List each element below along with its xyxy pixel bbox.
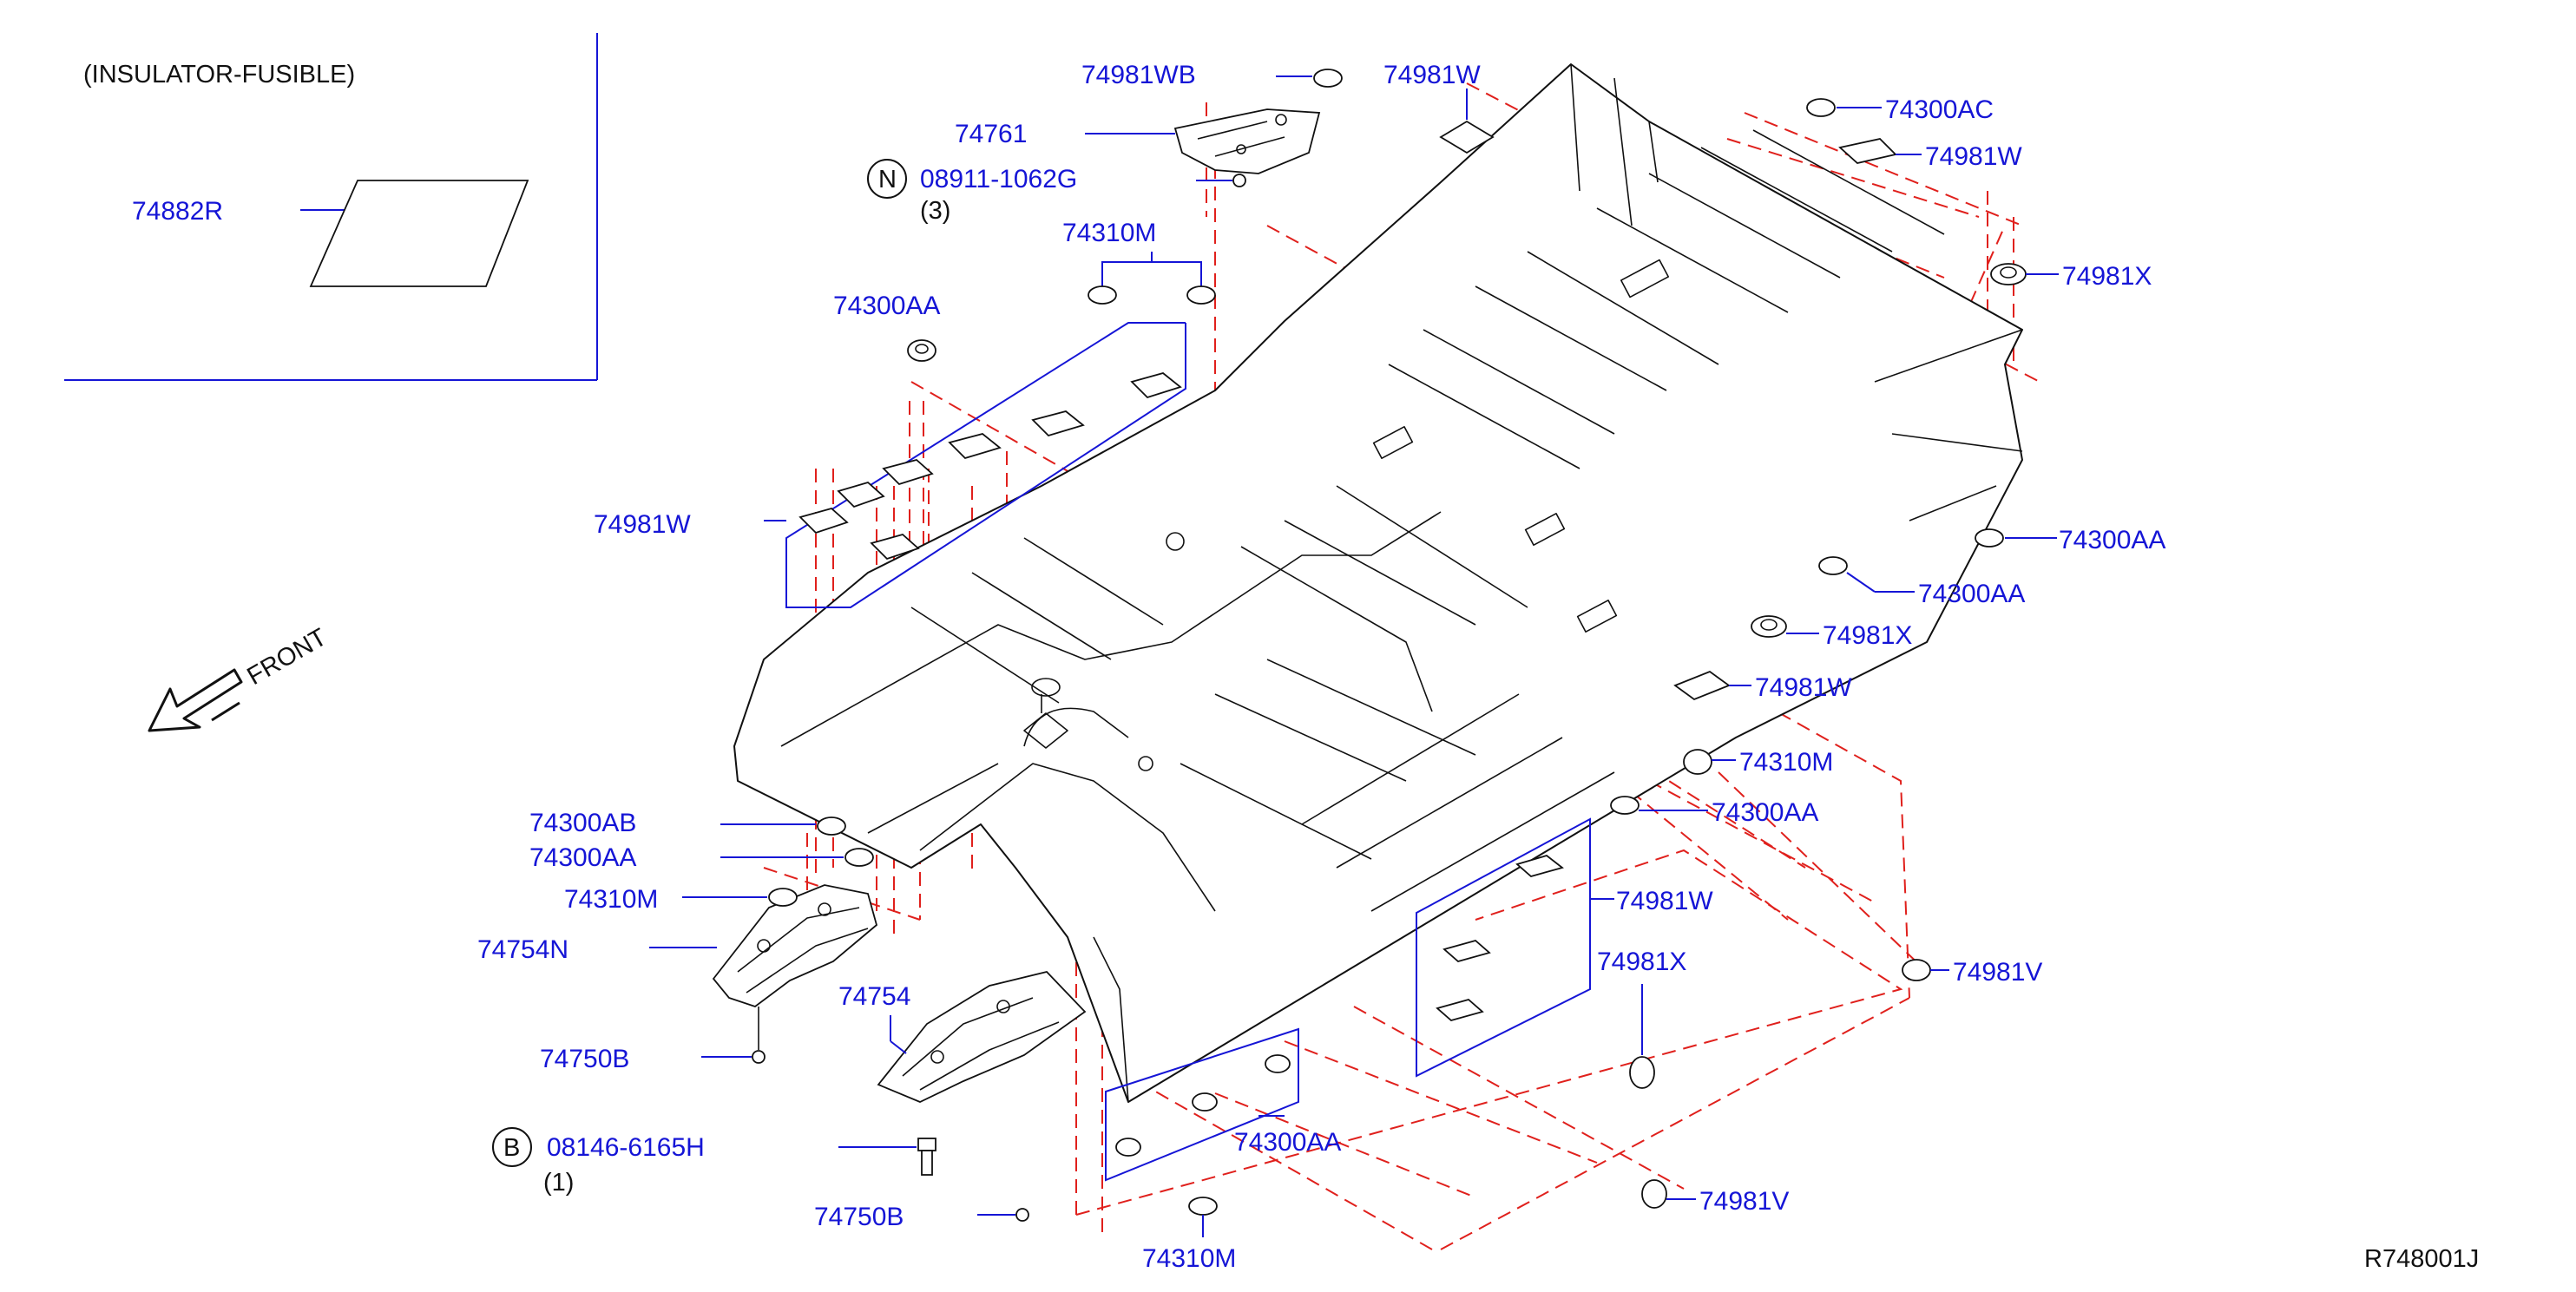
label-08911-1062G: 08911-1062G [920, 165, 1077, 193]
bolt-08146 [838, 1138, 1029, 1222]
label-74981W-right: 74981W [1755, 673, 1852, 702]
heat-shield-74754N [649, 884, 878, 1064]
label-74750B-2: 74750B [814, 1203, 904, 1231]
inset-panel: (INSULATOR-FUSIBLE) 74882R [64, 33, 598, 381]
insulator-sheet [309, 180, 529, 287]
front-label: FRONT [243, 623, 332, 691]
label-74981W-top-right: 74981W [1925, 142, 2022, 171]
heat-shield-74761 [1085, 108, 1321, 187]
n-qty: (3) [920, 197, 950, 225]
individual-parts [682, 69, 2059, 1237]
label-74981V-right: 74981V [1953, 958, 2042, 987]
inset-title: (INSULATOR-FUSIBLE) [83, 61, 355, 89]
label-74310M-left: 74310M [564, 885, 658, 914]
label-74981X-lower: 74981X [1597, 948, 1686, 976]
label-74300AA-right3: 74300AA [1712, 798, 1818, 827]
label-74310M-right: 74310M [1739, 748, 1833, 777]
label-74981W-left-group: 74981W [594, 510, 691, 539]
label-74981X-top-right: 74981X [2062, 262, 2152, 291]
label-74761: 74761 [955, 120, 1027, 148]
left-pad-group [764, 322, 1186, 608]
b-symbol: B [503, 1134, 520, 1162]
label-74310M-top: 74310M [1062, 219, 1156, 247]
label-74981W-top: 74981W [1383, 61, 1481, 89]
label-74300AA-bottom: 74300AA [1234, 1128, 1341, 1157]
label-74754: 74754 [838, 982, 910, 1011]
label-74300AC: 74300AC [1885, 95, 1994, 124]
label-74882R: 74882R [132, 197, 223, 226]
label-74981X-right: 74981X [1823, 621, 1912, 650]
label-74310M-bottom: 74310M [1142, 1244, 1236, 1273]
label-74300AB: 74300AB [529, 809, 636, 837]
diagram-code: R748001J [2364, 1245, 2479, 1273]
n-symbol-circle [867, 159, 907, 199]
heat-shield-74754 [877, 971, 1087, 1103]
label-74300AA-left-top: 74300AA [833, 292, 940, 320]
front-arrow: FRONT [148, 623, 332, 732]
label-74981W-right-group: 74981W [1616, 887, 1713, 915]
label-74300AA-right1: 74300AA [2059, 526, 2165, 554]
floor-panel [733, 63, 2023, 1103]
label-74754N: 74754N [477, 935, 568, 964]
top-clip-pair [1088, 252, 1216, 305]
label-74981WB: 74981WB [1081, 61, 1196, 89]
label-08146-6165H: 08146-6165H [547, 1133, 705, 1162]
b-qty: (1) [543, 1169, 574, 1197]
label-74300AA-right2: 74300AA [1918, 580, 2025, 608]
label-74300AA-left: 74300AA [529, 843, 636, 872]
label-74981V-bottom: 74981V [1699, 1187, 1789, 1216]
right-pad-group [1416, 817, 1614, 1078]
callout-labels: 74981WB 74761 N 08911-1062G (3) 74310M 7… [477, 61, 2165, 1273]
n-symbol: N [878, 166, 897, 193]
b-symbol-circle [492, 1127, 532, 1167]
label-74750B-1: 74750B [540, 1045, 629, 1073]
bottom-clip-group [1105, 1027, 1299, 1182]
